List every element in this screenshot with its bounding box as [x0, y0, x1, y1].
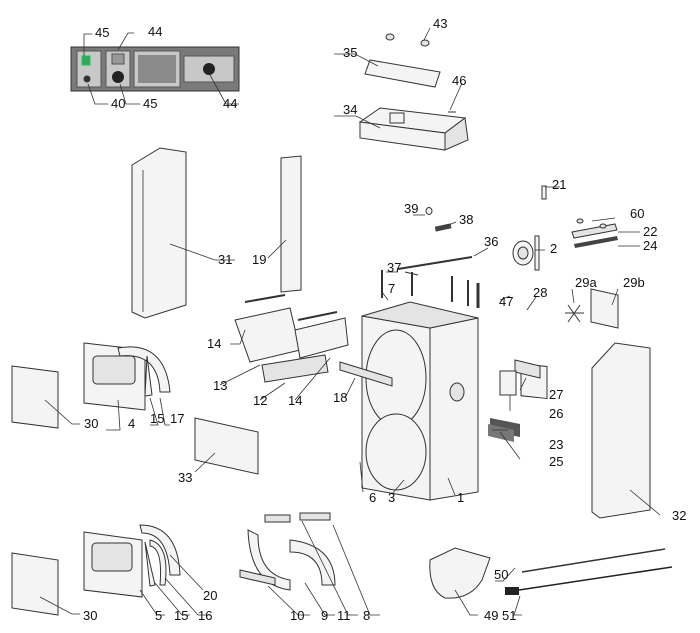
part-35	[364, 59, 441, 88]
label-38: 38	[459, 212, 473, 227]
part-8-11-liners	[239, 512, 336, 591]
part-32	[591, 342, 651, 519]
label-50: 50	[494, 567, 508, 582]
label-6: 6	[369, 490, 376, 505]
label-11: 11	[337, 608, 351, 623]
label-26: 26	[549, 406, 563, 421]
label-12: 12	[253, 393, 267, 408]
label-33: 33	[178, 470, 192, 485]
part-39	[425, 207, 433, 215]
part-16	[149, 539, 167, 586]
part-31	[131, 147, 187, 319]
part-34	[358, 107, 469, 151]
label-32: 32	[672, 508, 686, 523]
label-10: 10	[290, 608, 304, 623]
label-47: 47	[499, 294, 513, 309]
part-4-door	[83, 342, 146, 411]
label-49: 49	[484, 608, 498, 623]
label-44-bottom: 44	[223, 96, 237, 111]
label-31: 31	[218, 252, 232, 267]
label-30-top: 30	[84, 416, 98, 431]
label-35: 35	[343, 45, 357, 60]
label-4: 4	[128, 416, 135, 431]
part-17	[117, 346, 171, 393]
label-8: 8	[363, 608, 370, 623]
part-5-door	[83, 531, 143, 598]
part-60	[576, 218, 607, 229]
label-17: 17	[170, 411, 184, 426]
part-26	[499, 370, 517, 396]
part-12-13-14-grate	[234, 294, 349, 383]
part-2	[512, 235, 540, 271]
thermostat-knob	[112, 71, 124, 83]
label-13: 13	[213, 378, 227, 393]
part-1-boiler-body	[361, 270, 479, 501]
label-9: 9	[321, 608, 328, 623]
label-22: 22	[643, 224, 657, 239]
label-20: 20	[203, 588, 217, 603]
label-24: 24	[643, 238, 657, 253]
label-44-top: 44	[148, 24, 162, 39]
part-36	[397, 256, 473, 270]
label-60: 60	[630, 206, 644, 221]
part-18	[339, 361, 393, 387]
label-15-top: 15	[150, 411, 164, 426]
part-33	[194, 417, 259, 475]
part-30b	[11, 552, 59, 616]
label-46: 46	[452, 73, 466, 88]
label-14-right: 14	[288, 393, 302, 408]
label-19: 19	[252, 252, 266, 267]
label-30-bottom: 30	[83, 608, 97, 623]
label-3: 3	[388, 490, 395, 505]
power-switch	[81, 55, 91, 66]
part-15b	[144, 541, 156, 587]
label-28: 28	[533, 285, 547, 300]
part-15a	[144, 355, 153, 397]
part-22	[571, 223, 618, 239]
label-5: 5	[155, 608, 162, 623]
label-43: 43	[433, 16, 447, 31]
label-29a: 29a	[575, 275, 597, 290]
label-16: 16	[198, 608, 212, 623]
part-30a	[11, 365, 59, 429]
leader-lines	[39, 27, 661, 616]
part-43	[385, 33, 430, 47]
part-21	[541, 185, 547, 200]
part-labels: 45 44 40 45 44 43 35 46 34 21 39 38 36 3…	[83, 16, 686, 623]
label-39: 39	[404, 201, 418, 216]
indicator-light	[83, 75, 91, 83]
part-20	[139, 524, 181, 576]
label-40: 40	[111, 96, 125, 111]
label-45-bottom: 45	[143, 96, 157, 111]
display-window	[138, 55, 176, 83]
label-34: 34	[343, 102, 357, 117]
part-19	[280, 155, 302, 293]
control-panel	[70, 46, 240, 92]
label-1: 1	[457, 490, 464, 505]
label-18: 18	[333, 390, 347, 405]
right-knob	[203, 63, 215, 75]
label-21: 21	[552, 177, 566, 192]
label-51: 51	[502, 608, 516, 623]
label-29b: 29b	[623, 275, 645, 290]
label-14-left: 14	[207, 336, 221, 351]
part-29b	[590, 288, 619, 329]
label-15-bottom: 15	[174, 608, 188, 623]
part-24	[574, 236, 618, 248]
part-51-brush	[505, 566, 673, 595]
label-36: 36	[484, 234, 498, 249]
label-27: 27	[549, 387, 563, 402]
label-37: 37	[387, 260, 401, 275]
label-7: 7	[388, 281, 395, 296]
label-45-top: 45	[95, 25, 109, 40]
part-49-ash-pan	[429, 547, 491, 599]
part-50-poker	[521, 548, 666, 573]
part-29a	[565, 304, 584, 323]
label-25: 25	[549, 454, 563, 469]
part-27	[514, 359, 541, 379]
label-23: 23	[549, 437, 563, 452]
label-2: 2	[550, 241, 557, 256]
